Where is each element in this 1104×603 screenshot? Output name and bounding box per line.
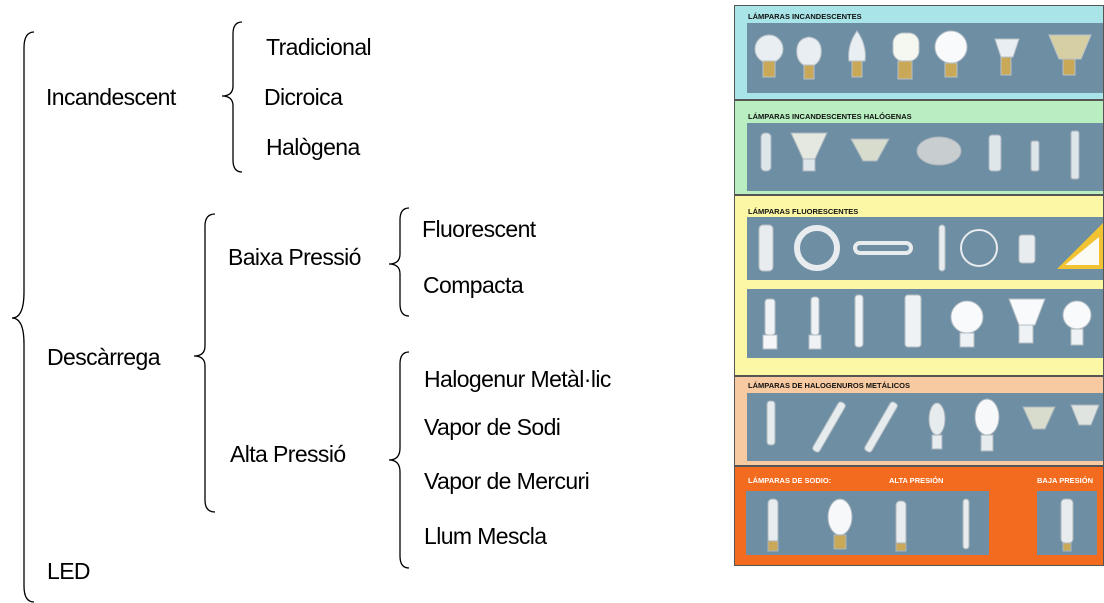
label-halogena: Halògena [266,134,360,160]
section-title: LÁMPARAS INCANDESCENTES HALÓGENAS [748,112,912,121]
label-baixa-pressio: Baixa Pressió [228,244,361,270]
section-subtitle-alta: ALTA PRESIÓN [889,476,944,485]
photo-incandescentes [747,23,1103,93]
label-vapor-mercuri: Vapor de Mercuri [424,468,590,494]
photo-sodio-alta [746,491,989,555]
photo-sodio-baja [1037,491,1097,555]
section-halogenuros: LÁMPARAS DE HALOGENUROS METÁLICOS [734,376,1104,466]
metal-halide-illustration [766,398,1100,453]
label-halogenur-metallic: Halogenur Metàl·lic [424,366,611,392]
label-descarrega: Descàrrega [47,344,160,370]
halogen-bulbs-illustration [760,130,1080,180]
photo-fluorescentes-compactas [747,289,1103,358]
compact-fluorescent-illustration [762,294,1092,350]
label-incandescent: Incandescent [46,84,176,110]
section-title: LÁMPARAS FLUORESCENTES [748,207,859,216]
section-incandescentes: LÁMPARAS INCANDESCENTES [734,5,1104,100]
brace-main [11,31,35,603]
label-compacta: Compacta [423,272,524,298]
label-tradicional: Tradicional [266,34,372,60]
section-sodio: LÁMPARAS DE SODIO: ALTA PRESIÓN BAJA PRE… [734,466,1104,566]
fluorescent-tubes-illustration [758,223,1103,272]
brace-descarrega [193,213,216,513]
incandescent-bulbs-illustration [754,30,1092,80]
section-halogenas: LÁMPARAS INCANDESCENTES HALÓGENAS [734,100,1104,195]
sodium-high-pressure-illustration [767,498,970,552]
section-title: LÁMPARAS INCANDESCENTES [748,12,862,21]
section-fluorescentes: LÁMPARAS FLUORESCENTES [734,195,1104,376]
label-dicroica: Dicroica [264,84,343,110]
label-alta-pressio: Alta Pressió [230,441,346,467]
section-subtitle-baja: BAJA PRESIÓN [1037,476,1093,485]
photo-halogenas [747,123,1103,191]
brace-alta [388,351,410,569]
label-vapor-sodi: Vapor de Sodi [424,414,561,440]
lamp-catalog-image: LÁMPARAS INCANDESCENTES LÁMPARAS INCANDE… [734,5,1104,566]
section-title: LÁMPARAS DE SODIO: [748,476,832,485]
brace-baixa [388,207,410,317]
label-led: LED [47,558,91,584]
label-llum-mescla: Llum Mescla [424,523,547,549]
photo-halogenuros [747,393,1103,461]
photo-fluorescentes-tubos [747,217,1103,280]
label-fluorescent: Fluorescent [422,216,536,242]
sodium-low-pressure-illustration [1060,498,1074,552]
brace-incandescent [221,21,243,173]
section-title: LÁMPARAS DE HALOGENUROS METÁLICOS [748,381,910,390]
brace-lines [11,21,410,603]
